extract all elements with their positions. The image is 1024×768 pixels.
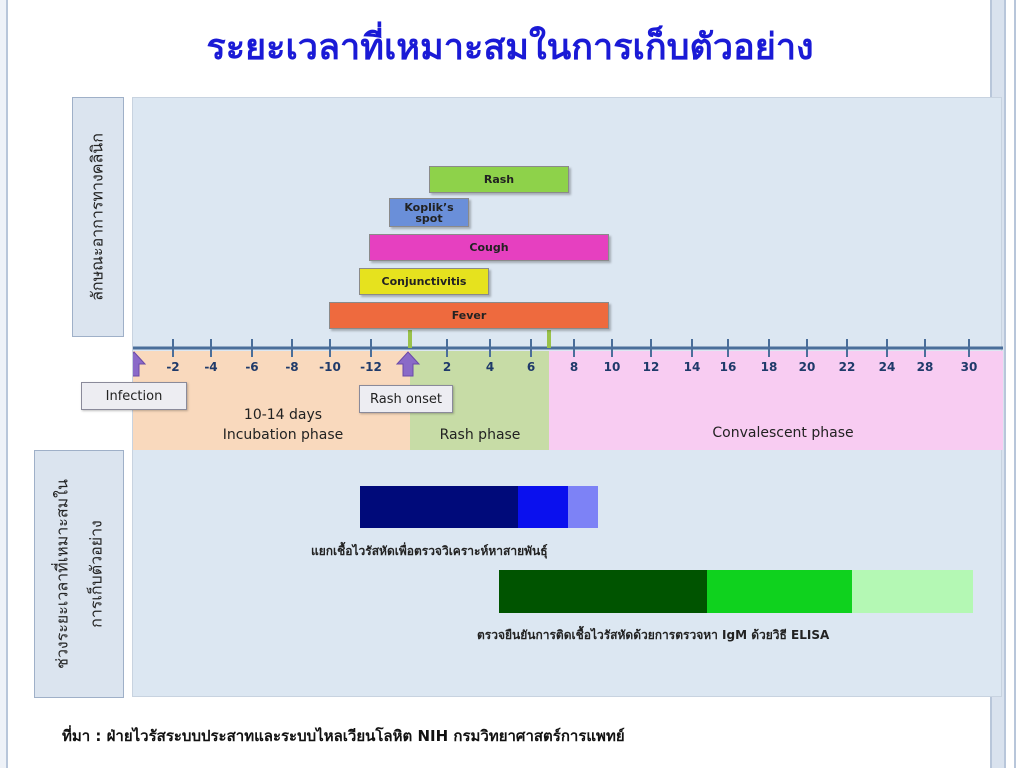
source-citation: ที่มา : ฝ่ายไวรัสระบบประสาทและระบบไหลเวี… — [62, 727, 625, 745]
collection-label-line1: ช่วงระยะเวลาที่เหมาะสมใน — [52, 479, 72, 669]
infection-callout: Infection — [81, 382, 187, 410]
axis-tick-label: 24 — [878, 360, 896, 374]
virus-isolation-window-good — [518, 486, 568, 528]
incubation-days-label: 10-14 days — [243, 407, 323, 423]
incubation-phase-label: Incubation phase — [222, 427, 344, 443]
axis-tick-label: -6 — [245, 360, 259, 374]
slide-title: ระยะเวลาที่เหมาะสมในการเก็บตัวอย่าง — [206, 27, 814, 68]
day-axis — [133, 330, 1003, 377]
axis-tick-label: 22 — [838, 360, 856, 374]
clinical-label: ลักษณะอาการทางคลินิก — [87, 133, 107, 301]
symptom-bar-conjunctivitis: Conjunctivitis — [359, 268, 489, 295]
rash-onset-arrow-icon — [395, 351, 421, 377]
axis-tick-label: 2 — [442, 360, 452, 374]
symptom-bar-rash: Rash — [429, 166, 569, 193]
axis-tick-label: 6 — [526, 360, 536, 374]
igm-window-optimal — [499, 570, 707, 613]
virus-isolation-window-late — [568, 486, 598, 528]
convalescent-phase-label: Convalescent phase — [712, 425, 854, 441]
collection-label-panel: ช่วงระยะเวลาที่เหมาะสมใน การเก็บตัวอย่าง — [34, 450, 124, 698]
axis-tick-label: 10 — [603, 360, 621, 374]
rash-phase-label: Rash phase — [439, 427, 521, 443]
rash-onset-callout: Rash onset — [359, 385, 453, 413]
collection-label-line2: การเก็บตัวอย่าง — [86, 520, 106, 628]
symptom-bar-cough: Cough — [369, 234, 609, 261]
igm-elisa-caption: ตรวจยืนยันการติดเชื้อไวรัสหัดด้วยการตรวจ… — [477, 628, 830, 642]
igm-window-late — [852, 570, 973, 613]
virus-isolation-caption: แยกเชื้อไวรัสหัดเพื่อตรวจวิเคราะห์หาสายพ… — [311, 544, 548, 558]
axis-tick-label: 30 — [960, 360, 978, 374]
axis-tick-label: -4 — [204, 360, 218, 374]
axis-tick-label: 28 — [916, 360, 934, 374]
virus-isolation-window-optimal — [360, 486, 518, 528]
convalescent-phase-band — [549, 351, 1003, 450]
axis-tick-label: 4 — [485, 360, 495, 374]
axis-tick-label: -10 — [319, 360, 341, 374]
clinical-label-panel: ลักษณะอาการทางคลินิก — [72, 97, 124, 337]
slide-frame-left — [0, 0, 8, 768]
axis-tick-label: 14 — [683, 360, 701, 374]
axis-tick-label: 20 — [798, 360, 816, 374]
infection-arrow-icon — [133, 351, 147, 377]
axis-tick-label: -2 — [166, 360, 180, 374]
igm-window-good — [707, 570, 852, 613]
axis-tick-label: -12 — [360, 360, 382, 374]
timeline-diagram: 10-14 days Incubation phase Rash phase C… — [81, 97, 1003, 697]
axis-tick-label: 8 — [569, 360, 579, 374]
axis-tick-label: 12 — [642, 360, 660, 374]
axis-tick-label: 16 — [719, 360, 737, 374]
symptom-bar-fever: Fever — [329, 302, 609, 329]
axis-tick-label: -8 — [285, 360, 299, 374]
axis-tick-label: 18 — [760, 360, 778, 374]
symptom-bar-koplik-s-spot: Koplik’s spot — [389, 198, 469, 227]
